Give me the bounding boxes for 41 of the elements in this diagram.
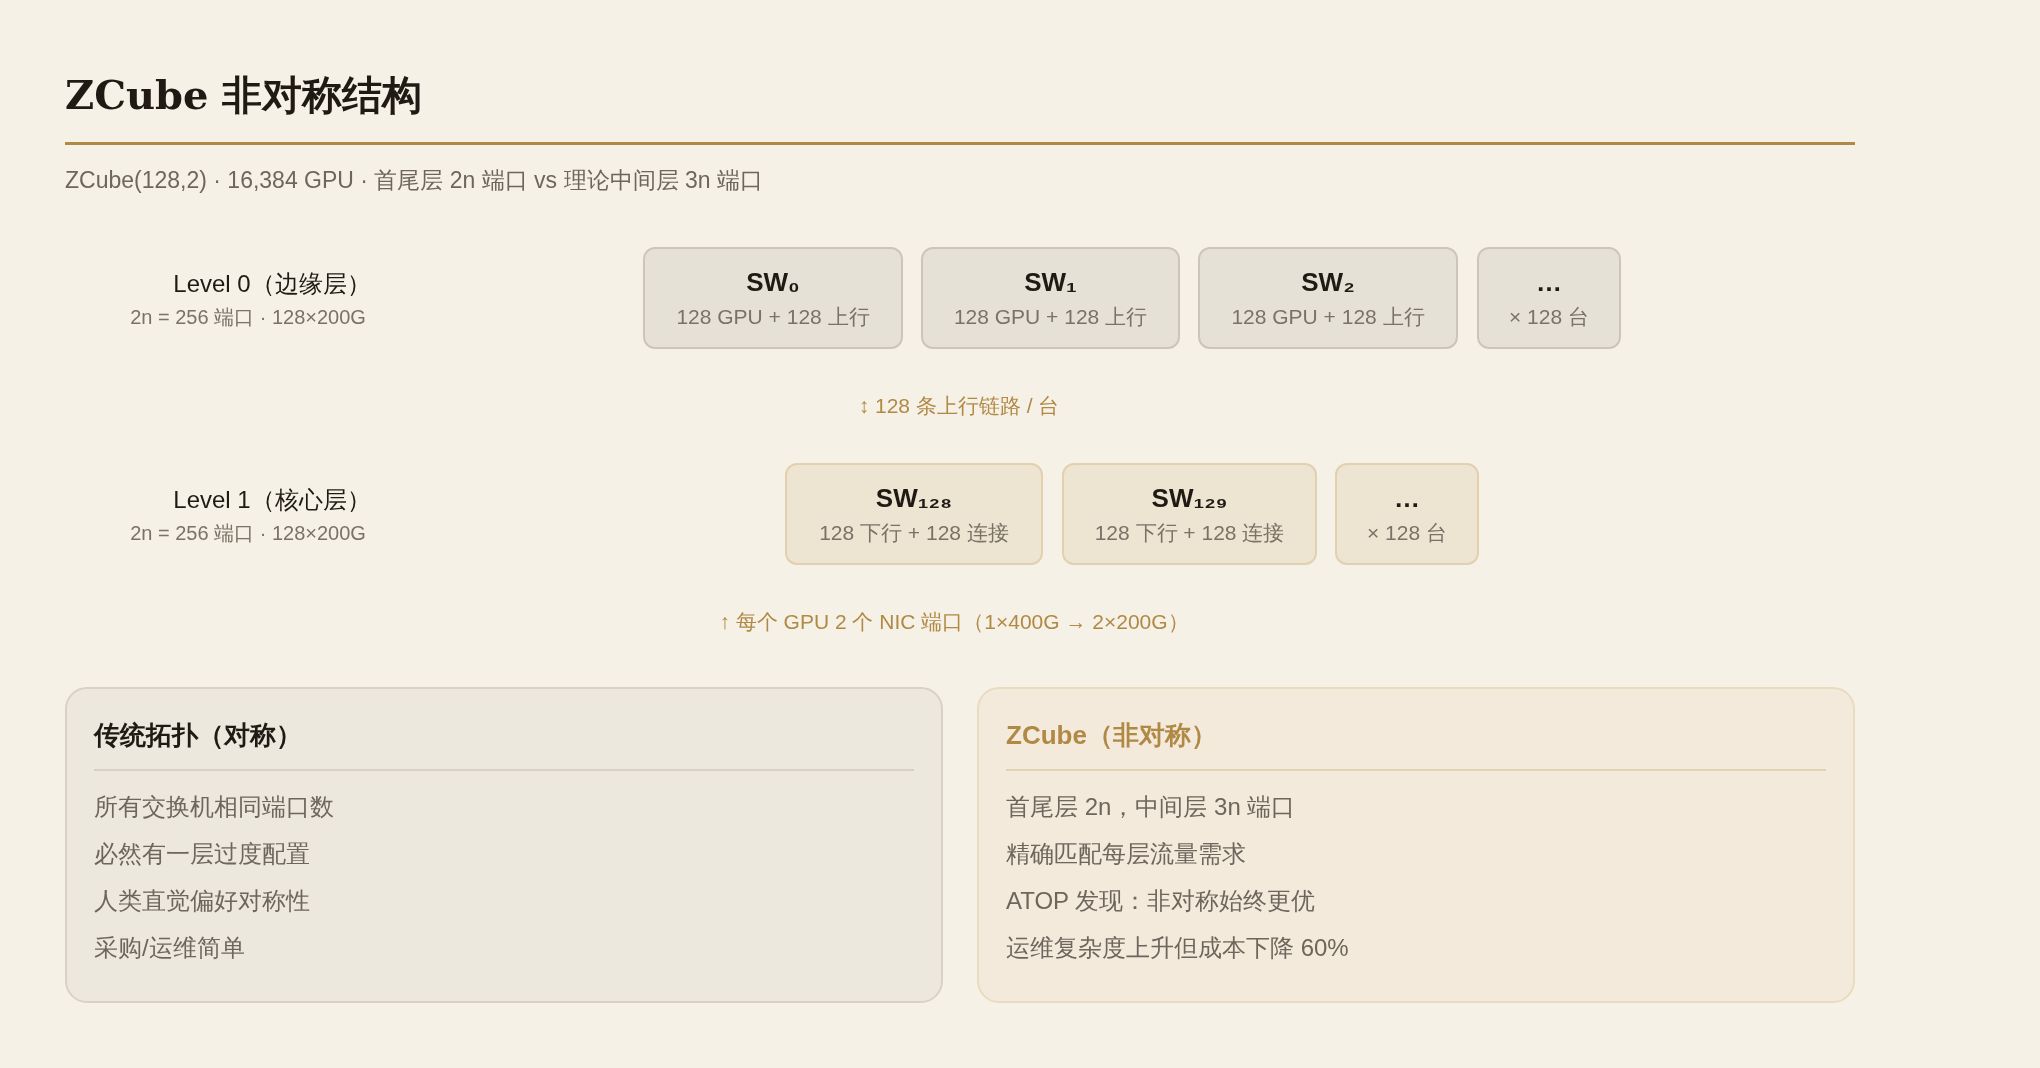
list-item: 精确匹配每层流量需求 [1006,839,1246,869]
section-heading: ZCube（非对称） [1006,719,1217,752]
port-summary: 128 GPU + 128 上行 [953,303,1148,330]
switch-name: SW₀ [746,265,800,298]
link-note: ↑ 每个 GPU 2 个 NIC 端口（1×400G → 2×200G） [719,609,1189,636]
ellipsis-box [1335,463,1479,565]
switch-box [921,247,1180,349]
switch-name: SW₁ [1024,265,1077,298]
ellipsis-box [1477,247,1621,349]
port-summary: 128 GPU + 128 上行 [676,303,870,330]
level-detail: 2n = 256 端口 · 128×200G [130,305,366,330]
ellipsis: … [1536,265,1562,298]
port-summary: 128 下行 + 128 连接 [819,519,1009,546]
ellipsis: … [1394,481,1420,514]
switch-box [1198,247,1458,349]
comparison-panel [65,687,943,1003]
list-item: 采购/运维简单 [94,933,245,963]
switch-name: SW₁₂₈ [875,481,953,514]
switch-name: SW₁₂₉ [1151,481,1228,514]
switch-box [785,463,1043,565]
switch-box [643,247,903,349]
list-item: 首尾层 2n，中间层 3n 端口 [1006,792,1296,822]
subtitle: ZCube(128,2) · 16,384 GPU · 首尾层 2n 端口 vs 理论中间层 3n 端口 [65,166,763,196]
link-note: ↕ 128 条上行链路 / 台 [858,393,1060,420]
title: ZCube 非对称结构 [65,70,423,120]
switch-box [1062,463,1317,565]
list-item: 所有交换机相同端口数 [94,792,334,822]
level-heading: Level 1（核心层） [173,485,371,516]
list-item: 必然有一层过度配置 [94,839,310,869]
count-note: × 128 台 [1367,519,1447,546]
section-heading: 传统拓扑（对称） [94,719,302,752]
comparison-panel [977,687,1855,1003]
list-item: 运维复杂度上升但成本下降 60% [1006,933,1349,963]
port-summary: 128 GPU + 128 上行 [1231,303,1425,330]
switch-name: SW₂ [1301,265,1355,298]
level-heading: Level 0（边缘层） [173,269,371,300]
port-summary: 128 下行 + 128 连接 [1094,519,1285,546]
list-item: ATOP 发现：非对称始终更优 [1006,886,1316,916]
level-detail: 2n = 256 端口 · 128×200G [130,521,366,546]
count-note: × 128 台 [1509,303,1589,330]
list-item: 人类直觉偏好对称性 [94,886,310,916]
